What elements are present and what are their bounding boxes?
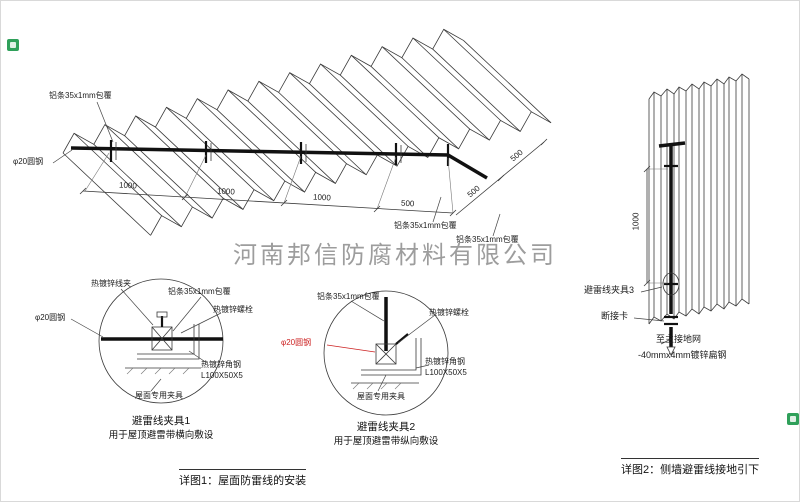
label-round-steel-roof: φ20圆钢 (13, 157, 44, 166)
label-d1-bolt: 热镀锌螺栓 (213, 305, 253, 314)
detail1-drawing (70, 278, 224, 404)
label-d2-steel: φ20圆钢 (281, 338, 312, 347)
detail2-subtitle: 用于屋顶避雷带纵向敷设 (333, 436, 439, 447)
stamp-icon (7, 39, 19, 51)
label-al-strip-bottom-1: 铝条35x1mm包覆 (394, 221, 457, 230)
caption-detail2: 详图2：侧墙避雷线接地引下 (621, 458, 760, 477)
roof-dimension-lines (79, 138, 548, 217)
watermark-text: 河南邦信防腐材料有限公司 (233, 241, 557, 269)
detail1-title: 避雷线夹具1 (131, 415, 191, 427)
label-al-strip-bottom-2: 铝条35x1mm包覆 (456, 235, 519, 244)
detail2-title: 避雷线夹具2 (356, 421, 416, 433)
label-d2-bolt: 热镀锌螺栓 (429, 308, 469, 317)
wall-dimension (643, 165, 668, 287)
detail1-subtitle: 用于屋顶避雷带横向敷设 (108, 430, 214, 441)
label-d1-steel: φ20圆钢 (35, 313, 66, 322)
wall-leaders (633, 286, 672, 345)
label-d1-angle-spec: L100X50X5 (201, 371, 243, 380)
dim-1000-2: 1000 (216, 186, 236, 197)
label-d1-al: 铝条35x1mm包覆 (168, 287, 231, 296)
stamp-icon (787, 413, 799, 425)
label-al-strip-top: 铝条35x1mm包覆 (49, 91, 112, 100)
label-d1-angle: 热镀锌角钢 (201, 360, 241, 369)
dim-1000-3: 1000 (312, 192, 332, 203)
wall-drawing (648, 73, 750, 356)
dim-1000-1: 1000 (118, 180, 138, 191)
label-wall-flat-steel: -40mmx4mm镀锌扁钢 (638, 350, 727, 360)
label-d2-fixture: 屋面专用夹具 (357, 392, 405, 401)
caption-detail1: 详图1：屋面防雷线的安装 (179, 469, 307, 488)
wire-clamp (204, 141, 212, 163)
detail2-drawing (323, 290, 449, 416)
roof-lightning-wire (70, 140, 488, 180)
label-d2-al: 铝条35x1mm包覆 (317, 292, 380, 301)
label-wall-clamp3: 避雷线夹具3 (584, 285, 635, 295)
label-d2-angle-spec: L100X50X5 (425, 368, 467, 377)
label-wall-to-ground: 至主接地网 (656, 334, 702, 344)
dim-wall-1000: 1000 (631, 212, 641, 231)
label-d2-angle: 热镀锌角钢 (425, 357, 465, 366)
label-d1-fixture: 屋面专用夹具 (135, 391, 183, 400)
wire-clamp (299, 142, 307, 164)
roof-sheet (62, 28, 552, 236)
label-d1-clamp: 热镀锌线夹 (91, 279, 131, 288)
label-wall-disconnect: 断接卡 (601, 311, 629, 321)
dim-500-1: 500 (400, 198, 415, 209)
roof-leader-lines (52, 101, 501, 237)
wire-clamp (109, 140, 117, 162)
wire-clamp (394, 143, 402, 165)
